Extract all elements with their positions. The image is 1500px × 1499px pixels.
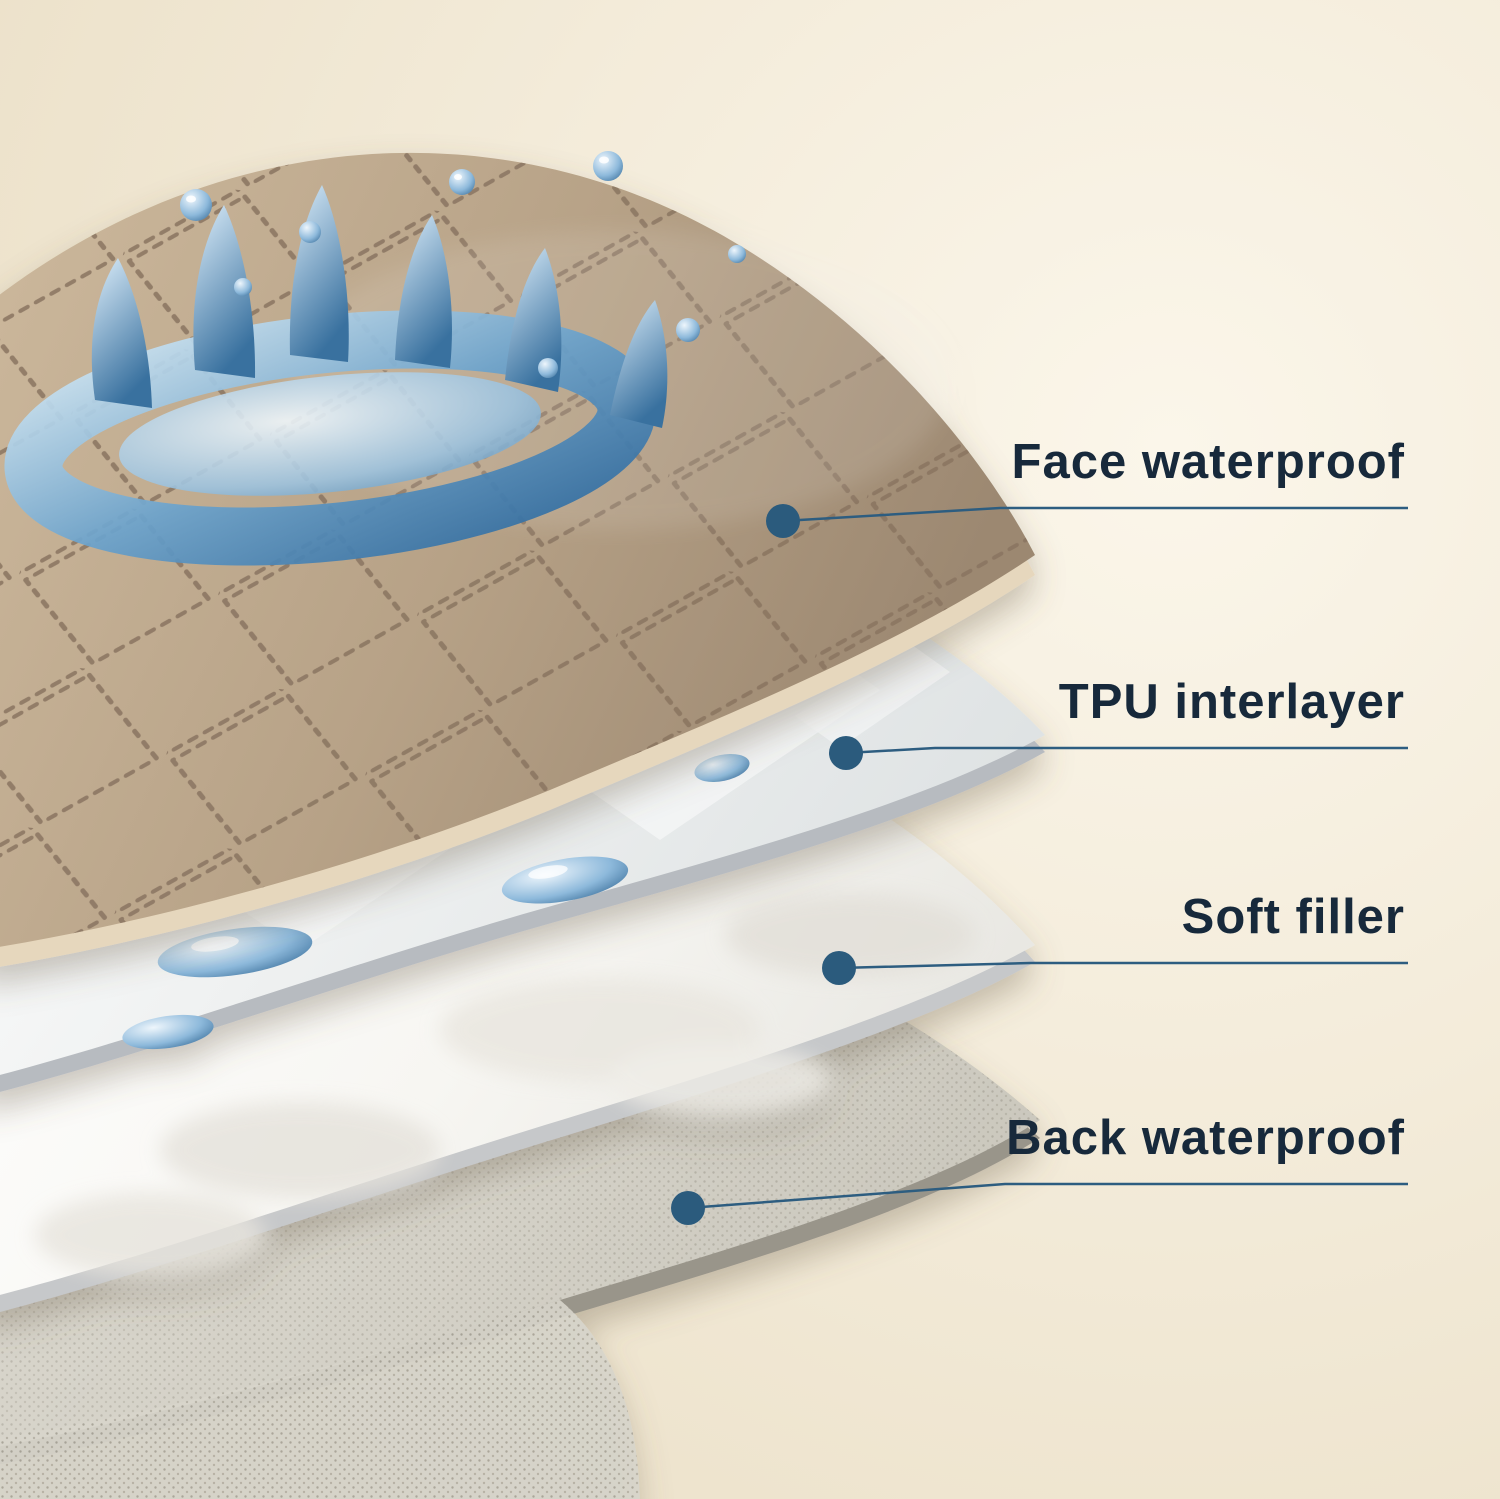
splash-crown-spikes [91, 185, 668, 428]
callout-dot [766, 504, 800, 538]
callout-soft-filler: Soft filler [822, 890, 1408, 985]
callout-label-face-waterproof: Face waterproof [1012, 435, 1405, 489]
callout-face-waterproof: Face waterproof [766, 435, 1408, 538]
back-layer-corner [0, 1300, 640, 1499]
callout-line [838, 961, 1408, 970]
callout-dot [671, 1191, 705, 1225]
tpu-water-drops [122, 754, 750, 1050]
water-splash [4, 151, 746, 566]
splash-pool [119, 372, 541, 496]
callout-dot [822, 951, 856, 985]
callout-line [687, 1182, 1408, 1210]
callout-dot [829, 736, 863, 770]
callout-line [782, 506, 1408, 523]
callout-tpu-interlayer: TPU interlayer [829, 675, 1408, 770]
callout-label-back-waterproof: Back waterproof [1006, 1111, 1405, 1165]
filler-fluff-texture [35, 840, 975, 1277]
callout-label-soft-filler: Soft filler [1182, 890, 1405, 944]
splash-droplets [180, 151, 746, 378]
callout-label-tpu-interlayer: TPU interlayer [1059, 675, 1405, 729]
callout-line [845, 746, 1408, 755]
callout-back-waterproof: Back waterproof [671, 1111, 1408, 1225]
